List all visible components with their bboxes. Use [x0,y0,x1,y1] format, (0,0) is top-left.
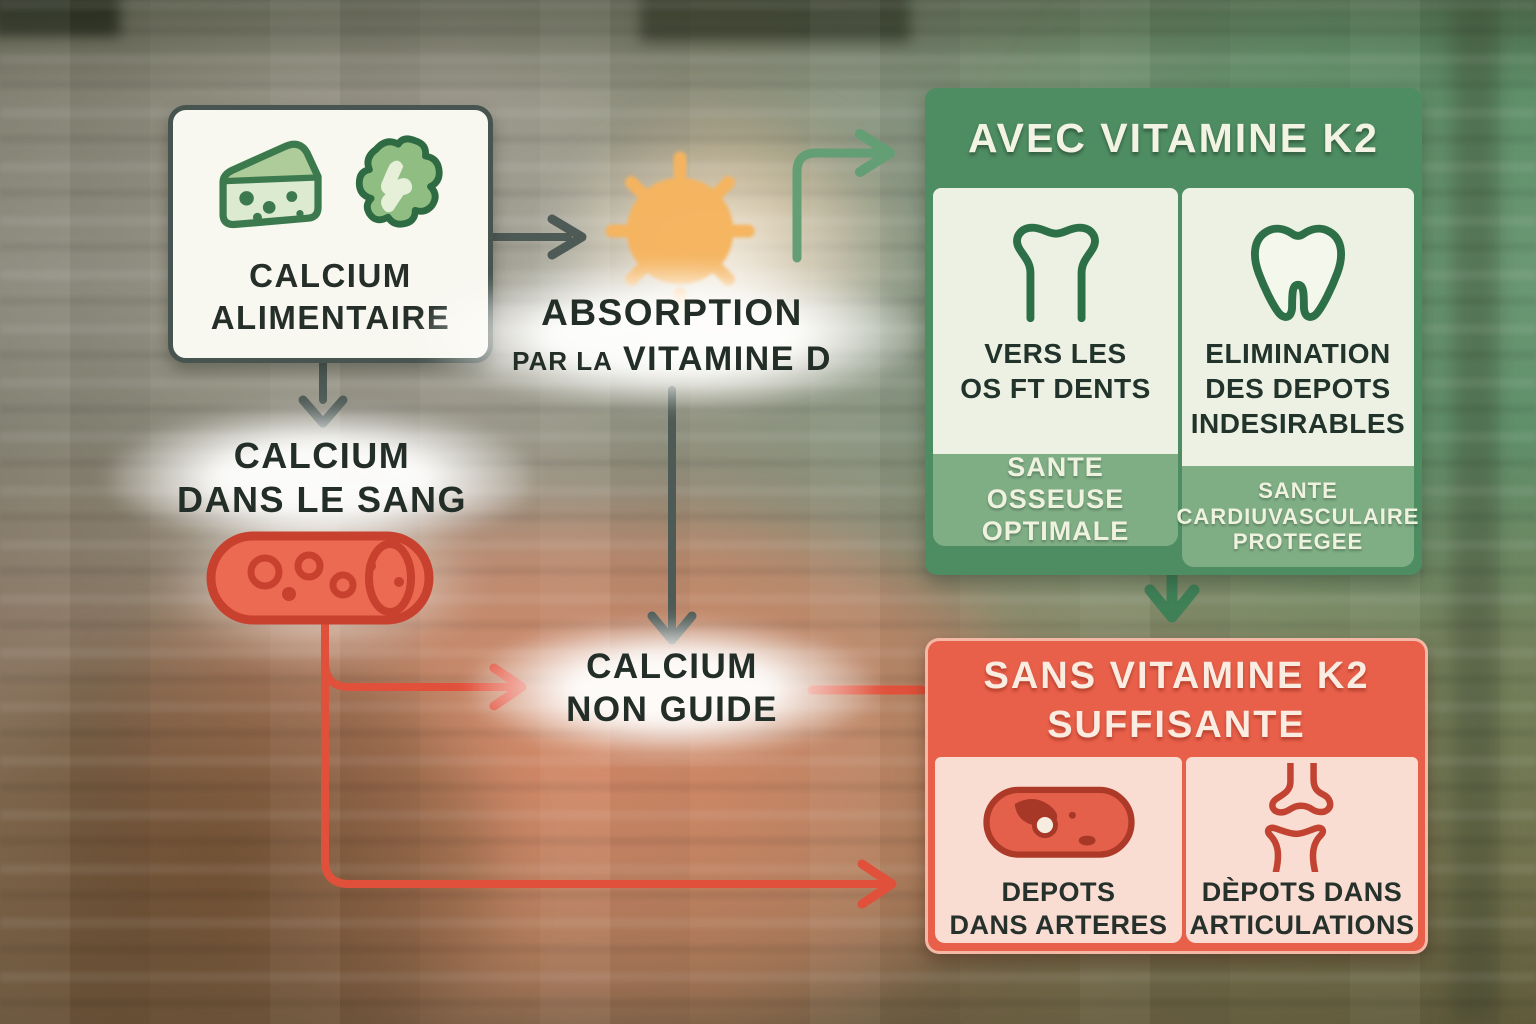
calcium-alimentaire-box: CALCIUM ALIMENTAIRE [168,105,493,363]
tooth-icon [1251,224,1345,321]
arrow-absorbed-to-k2 [792,148,881,263]
arrowhead-down [1144,584,1200,623]
arrow-blood-to-nonguide [321,658,514,691]
joint-icon [1264,763,1334,872]
background-brown-blob [0,640,500,1024]
absorption-line1: ABSORPTION [541,292,803,333]
avec-vitamine-k2-box: AVEC VITAMINE K2 VERS LES OS FT DENTS SA… [925,88,1422,575]
sans-vitamine-k2-box: SANS VITAMINE K2 SUFFISANTE DEPOTS DANS … [925,638,1428,954]
broccoli-icon [344,134,450,245]
absorption-label: ABSORPTION PAR LA VITAMINE D [462,290,882,381]
calcium-alimentaire-label: CALCIUM ALIMENTAIRE [210,257,451,336]
calcium-non-guide-label: CALCIUM NON GUIDE [512,646,832,731]
k2-panel-elimination-label: ELIMINATION DES DEPOTS INDESIRABLES [1190,338,1406,439]
cheese-icon [212,135,330,244]
k2-footer-sante-cardio: SANTE CARDIUVASCULAIRE PROTEGEE [1177,466,1418,567]
background-dark-strip [1452,0,1498,1024]
sans-k2-title: SANS VITAMINE K2 SUFFISANTE [983,654,1370,746]
absorption-line2: PAR LA VITAMINE D [462,339,882,380]
sансk2-panel-arteres: DEPOTS DANS ARTERES [935,757,1182,943]
arrowhead-right [857,859,897,909]
clogged-artery-icon [982,786,1135,858]
absorption-vitamine-d: VITAMINE D [622,340,832,379]
sansk2-panel-articulations: DÈPOTS DANS ARTICULATIONS [1186,757,1418,943]
calcium-sang-label: CALCIUM DANS LE SANG [152,434,492,522]
k2-panel-elimination: ELIMINATION DES DEPOTS INDESIRABLES [1182,188,1414,466]
background-dark-patch [0,0,120,36]
k2-footer-sante-osseuse: SANTE OSSEUSE OPTIMALE [933,452,1178,546]
background-dark-patch [640,0,910,42]
arrowhead-right [855,129,895,177]
k2-panel-os-dents-label: VERS LES OS FT DENTS [960,338,1151,404]
tooth-root-icon [1012,223,1099,323]
blood-vessel-icon [203,528,438,633]
sansk2-panel-articulations-label: DÈPOTS DANS ARTICULATIONS [1189,876,1415,941]
arrow-blood-to-deposits [321,608,884,888]
sansk2-panel-arteres-label: DEPOTS DANS ARTERES [949,876,1168,941]
avec-k2-title: AVEC VITAMINE K2 [968,114,1379,161]
absorption-par-la: PAR LA [512,346,613,377]
food-icons-row [212,134,450,245]
k2-panel-os-dents: VERS LES OS FT DENTS [933,188,1178,454]
arrowhead-right [547,214,587,260]
